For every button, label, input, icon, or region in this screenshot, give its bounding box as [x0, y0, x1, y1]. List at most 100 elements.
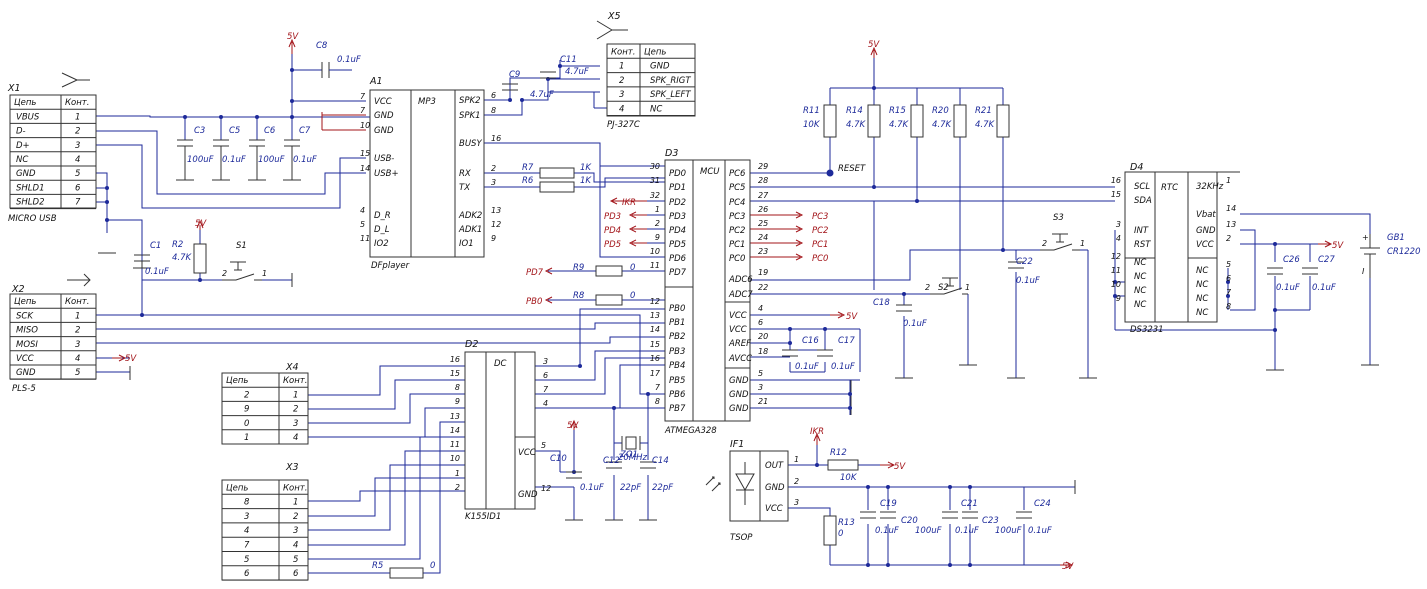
- pin-name: PC5: [729, 183, 745, 193]
- net-label-pb0: PB0: [526, 297, 542, 307]
- connector-x3-ref: X3: [285, 462, 299, 473]
- net-label-pd7: PD7: [526, 268, 544, 278]
- component-c24-value: 0.1uF: [1028, 526, 1052, 536]
- pin-number: 16: [650, 354, 660, 363]
- net-label-pd4: PD4: [604, 226, 621, 236]
- pin-number: 27: [758, 191, 769, 200]
- pin-number: 16: [450, 355, 460, 364]
- connector-x2-ref: X2: [11, 284, 25, 295]
- resistor-r14: [867, 104, 881, 138]
- net-label-pc3: PC3: [812, 212, 828, 222]
- pin-name: PB4: [669, 361, 685, 371]
- pin-number: 1: [262, 269, 267, 278]
- pin-name: NC: [1196, 266, 1208, 276]
- chip-if1-body: [729, 450, 789, 522]
- resistor-r13: [823, 515, 837, 546]
- table-cell: 6: [293, 569, 299, 579]
- component-c10-ref: C10: [550, 454, 567, 464]
- table-cell: 3: [244, 512, 249, 522]
- pin-number: 2: [1042, 239, 1047, 248]
- net-label-pd5: PD5: [604, 240, 621, 250]
- battery-gb1: + I: [1360, 233, 1380, 278]
- pin-number: 19: [758, 268, 768, 277]
- component-r21-ref: R21: [975, 106, 992, 116]
- pin-name: VCC: [765, 504, 783, 514]
- pin-number: 5: [360, 220, 365, 229]
- table-cell: 6: [244, 569, 250, 579]
- chip-d3-name: ATMEGA328: [664, 426, 717, 436]
- component-c3-ref: C3: [194, 126, 205, 136]
- pin-number: 1: [455, 469, 460, 478]
- table-cell: 2: [244, 390, 249, 400]
- component-s2-ref: S2: [938, 283, 949, 293]
- component-r14-value: 4.7K: [846, 120, 867, 130]
- capacitor-c16: [782, 349, 798, 357]
- pin-number: 15: [650, 340, 660, 349]
- chip-d2-type: DC: [494, 359, 507, 369]
- pin-number: 18: [758, 347, 768, 356]
- component-s3-ref: S3: [1053, 213, 1064, 223]
- chip-d4-type: RTC: [1161, 183, 1178, 193]
- component-c6-ref: C6: [264, 126, 276, 136]
- pin-name: PB3: [669, 347, 685, 357]
- component-r5-ref: R5: [372, 561, 383, 571]
- component-c16-ref: C16: [802, 336, 819, 346]
- resistor-r21: [996, 104, 1010, 138]
- component-c18-ref: C18: [873, 298, 890, 308]
- pin-number: 2: [794, 477, 799, 486]
- table-cell: MISO: [16, 326, 38, 336]
- capacitor-c21: [942, 511, 958, 519]
- switch-s3: [1040, 233, 1080, 251]
- pin-name: INT: [1134, 226, 1149, 236]
- component-c9-value: 4.7uF: [530, 90, 554, 100]
- capacitor-c18: [896, 304, 912, 312]
- pin-number: 1: [1080, 239, 1085, 248]
- component-c24-ref: C24: [1034, 499, 1051, 509]
- pin-name: 32KHz: [1196, 182, 1224, 192]
- pin-number: 7: [655, 383, 661, 392]
- component-c9-ref: C9: [509, 70, 520, 80]
- component-c20-ref: C20: [901, 516, 918, 526]
- net-label-v5: 5V: [868, 40, 880, 50]
- table-cell: 5: [244, 555, 249, 565]
- pin-name: PC0: [729, 254, 745, 264]
- chip-d2-body: [464, 351, 536, 510]
- component-gb1-value: CR1220: [1387, 247, 1420, 257]
- capacitor-c9: [502, 83, 518, 91]
- component-c26-value: 0.1uF: [1276, 283, 1300, 293]
- pin-name: IO2: [374, 239, 389, 249]
- pin-number: 6: [758, 318, 763, 327]
- table-cell: VBUS: [16, 112, 40, 122]
- table-cell: 4: [244, 526, 249, 536]
- component-c8-value: 0.1uF: [337, 55, 361, 65]
- pin-number: 13: [650, 311, 660, 320]
- capacitor-c23: [962, 511, 978, 519]
- net-label-pd3: PD3: [604, 212, 621, 222]
- connector-x2-name: PLS-5: [12, 384, 36, 394]
- pin-number: 2: [655, 219, 660, 228]
- component-c3-value: 100uF: [187, 155, 214, 165]
- pin-number: 14: [360, 164, 370, 173]
- table-cell: 2: [75, 127, 80, 137]
- pin-number: 14: [650, 325, 660, 334]
- component-c11-ref: C11: [560, 55, 577, 65]
- table-cell: 8: [244, 498, 250, 508]
- table-cell: 5: [75, 368, 80, 378]
- component-c26-ref: C26: [1283, 255, 1300, 265]
- pin-number: 1: [1226, 176, 1231, 185]
- pin-name: PB7: [669, 404, 686, 414]
- table-cell: SHLD1: [16, 183, 44, 193]
- pin-number: 16: [491, 134, 501, 143]
- table-cell: 1: [244, 433, 249, 443]
- table-header: Конт.: [611, 47, 635, 57]
- pin-name: NC: [1196, 308, 1208, 318]
- table-cell: GND: [16, 169, 36, 179]
- component-c14-ref: C14: [652, 456, 669, 466]
- capacitor-c22: [1008, 261, 1024, 269]
- pin-name: NC: [1134, 272, 1146, 282]
- pin-name: D_R: [374, 211, 391, 221]
- capacitor-c11: [540, 71, 556, 79]
- table-cell: 4: [619, 105, 624, 115]
- pin-name: ADC7: [728, 290, 753, 300]
- resistor-r12: [827, 459, 859, 471]
